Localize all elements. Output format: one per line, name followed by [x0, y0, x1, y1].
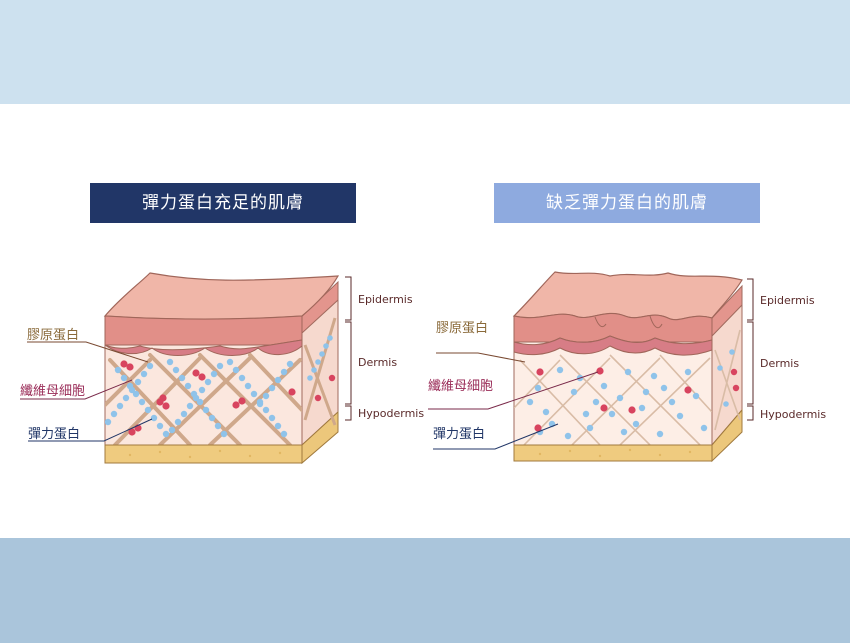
left-dermis-label: Dermis: [358, 356, 397, 369]
right-callouts: [428, 352, 599, 450]
right-elastin-label: 彈力蛋白: [433, 426, 485, 442]
right-epidermis-label: Epidermis: [760, 294, 815, 307]
bottom-band: [0, 538, 850, 643]
left-hypodermis-label: Hypodermis: [358, 407, 424, 420]
right-collagen-label: 膠原蛋白: [436, 320, 488, 336]
right-hypodermis-label: Hypodermis: [760, 408, 826, 421]
title-sufficient-elastin: 彈力蛋白充足的肌膚: [90, 183, 356, 223]
left-collagen-label: 膠原蛋白: [27, 327, 79, 343]
right-dermis-label: Dermis: [760, 357, 799, 370]
title-lacking-elastin: 缺乏彈力蛋白的肌膚: [494, 183, 760, 223]
left-elastin-label: 彈力蛋白: [28, 426, 80, 442]
top-band: [0, 0, 850, 104]
left-skin-block: [103, 272, 340, 465]
left-layer-brackets: [345, 276, 352, 421]
right-fibroblast-label: 纖維母細胞: [428, 379, 493, 394]
right-skin-block: [512, 271, 743, 463]
left-epidermis-label: Epidermis: [358, 293, 413, 306]
left-fibroblast-label: 纖維母細胞: [20, 384, 85, 399]
left-callouts: [20, 341, 153, 442]
right-layer-brackets: [747, 278, 754, 421]
